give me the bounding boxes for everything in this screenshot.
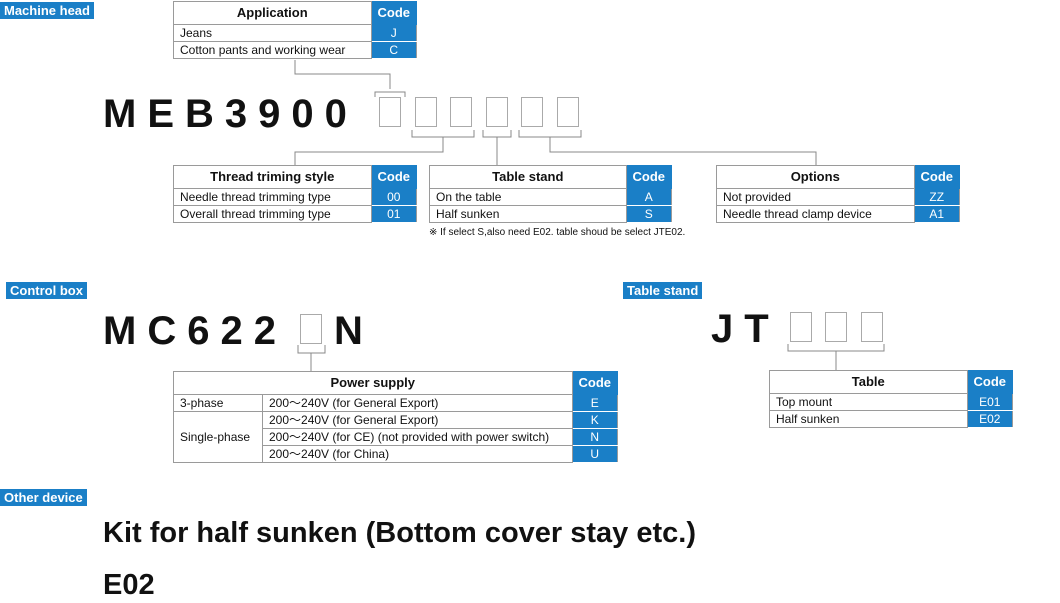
power-supply-label: 200～240V (for China) xyxy=(262,445,573,463)
power-supply-code: N xyxy=(571,428,618,446)
table-row: Needle thread clamp device A1 xyxy=(716,205,960,223)
application-label: Cotton pants and working wear xyxy=(173,41,372,59)
table-stand-table: Table stand Code On the table A Half sun… xyxy=(429,165,672,223)
options-label: Not provided xyxy=(716,188,915,206)
table-type-table: Table Code Top mount E01 Half sunken E02 xyxy=(769,370,1013,428)
code-box-thread-1 xyxy=(415,97,437,127)
application-table: Application Code Jeans J Cotton pants an… xyxy=(173,1,417,59)
table-row: Top mount E01 xyxy=(769,393,1013,411)
options-code: ZZ xyxy=(913,188,960,206)
table-row: Half sunken S xyxy=(429,205,672,223)
control-box-model-suffix: N xyxy=(334,309,374,353)
table-row: Needle thread trimming type 00 xyxy=(173,188,417,206)
table-row: 200～240V (for CE) (not provided with pow… xyxy=(174,428,618,446)
table-stand-code-header: Code xyxy=(625,165,672,189)
power-supply-code: U xyxy=(571,445,618,463)
application-code: C xyxy=(370,41,417,59)
table-row: Single-phase 200～240V (for General Expor… xyxy=(173,411,618,463)
code-box-table-1 xyxy=(790,312,812,342)
code-box-power-supply xyxy=(300,314,322,344)
machine-head-model: MEB3900 xyxy=(103,92,358,136)
thread-trimming-label: Overall thread trimming type xyxy=(173,205,372,223)
table-row: On the table A xyxy=(429,188,672,206)
table-type-header: Table xyxy=(769,370,968,394)
options-code: A1 xyxy=(913,205,960,223)
thread-trimming-code-header: Code xyxy=(370,165,417,189)
table-type-label: Top mount xyxy=(769,393,968,411)
control-box-model-prefix: MC622 xyxy=(103,309,287,353)
power-supply-label: 200～240V (for General Export) xyxy=(262,394,573,412)
code-box-thread-2 xyxy=(450,97,472,127)
table-stand-model: JT xyxy=(711,307,780,351)
table-row: 200～240V (for China) U xyxy=(174,445,618,463)
options-table: Options Code Not provided ZZ Needle thre… xyxy=(716,165,960,223)
table-row: Jeans J xyxy=(173,24,417,42)
table-type-code: E02 xyxy=(966,410,1013,428)
code-box-table-stand xyxy=(486,97,508,127)
table-stand-label: On the table xyxy=(429,188,627,206)
options-label: Needle thread clamp device xyxy=(716,205,915,223)
options-code-header: Code xyxy=(913,165,960,189)
thread-trimming-table: Thread triming style Code Needle thread … xyxy=(173,165,417,223)
power-supply-table: Power supply Code 3-phase 200～240V (for … xyxy=(173,371,618,463)
table-type-code-header: Code xyxy=(966,370,1013,394)
code-box-table-3 xyxy=(861,312,883,342)
table-row: Half sunken E02 xyxy=(769,410,1013,428)
application-header: Application xyxy=(173,1,372,25)
power-supply-code: E xyxy=(571,394,618,412)
application-code: J xyxy=(370,24,417,42)
section-label-other-device: Other device xyxy=(0,489,87,506)
code-box-options-2 xyxy=(557,97,579,127)
power-phase-single: Single-phase xyxy=(173,411,263,463)
table-row: Not provided ZZ xyxy=(716,188,960,206)
application-label: Jeans xyxy=(173,24,372,42)
table-stand-note: ※ If select S,also need E02. table shoud… xyxy=(429,227,686,238)
table-row: Cotton pants and working wear C xyxy=(173,41,417,59)
section-label-table-stand: Table stand xyxy=(623,282,703,299)
section-label-machine-head: Machine head xyxy=(0,2,94,19)
thread-trimming-header: Thread triming style xyxy=(173,165,372,189)
table-stand-label: Half sunken xyxy=(429,205,627,223)
thread-trimming-label: Needle thread trimming type xyxy=(173,188,372,206)
power-supply-label: 200～240V (for General Export) xyxy=(262,411,573,429)
table-row: 3-phase 200～240V (for General Export) E xyxy=(173,394,618,412)
other-device-name: Kit for half sunken (Bottom cover stay e… xyxy=(103,517,696,549)
thread-trimming-code: 00 xyxy=(370,188,417,206)
table-type-label: Half sunken xyxy=(769,410,968,428)
power-supply-code-header: Code xyxy=(571,371,618,395)
power-supply-header: Power supply xyxy=(173,371,573,395)
power-supply-label: 200～240V (for CE) (not provided with pow… xyxy=(262,428,573,446)
code-box-table-2 xyxy=(825,312,847,342)
power-phase-3: 3-phase xyxy=(173,394,263,412)
power-supply-code: K xyxy=(571,411,618,429)
table-row: Overall thread trimming type 01 xyxy=(173,205,417,223)
options-header: Options xyxy=(716,165,915,189)
table-stand-code: A xyxy=(625,188,672,206)
code-box-options-1 xyxy=(521,97,543,127)
table-stand-header: Table stand xyxy=(429,165,627,189)
code-box-application xyxy=(379,97,401,127)
table-stand-code: S xyxy=(625,205,672,223)
other-device-code: E02 xyxy=(103,569,155,601)
table-type-code: E01 xyxy=(966,393,1013,411)
application-code-header: Code xyxy=(370,1,417,25)
thread-trimming-code: 01 xyxy=(370,205,417,223)
section-label-control-box: Control box xyxy=(6,282,87,299)
